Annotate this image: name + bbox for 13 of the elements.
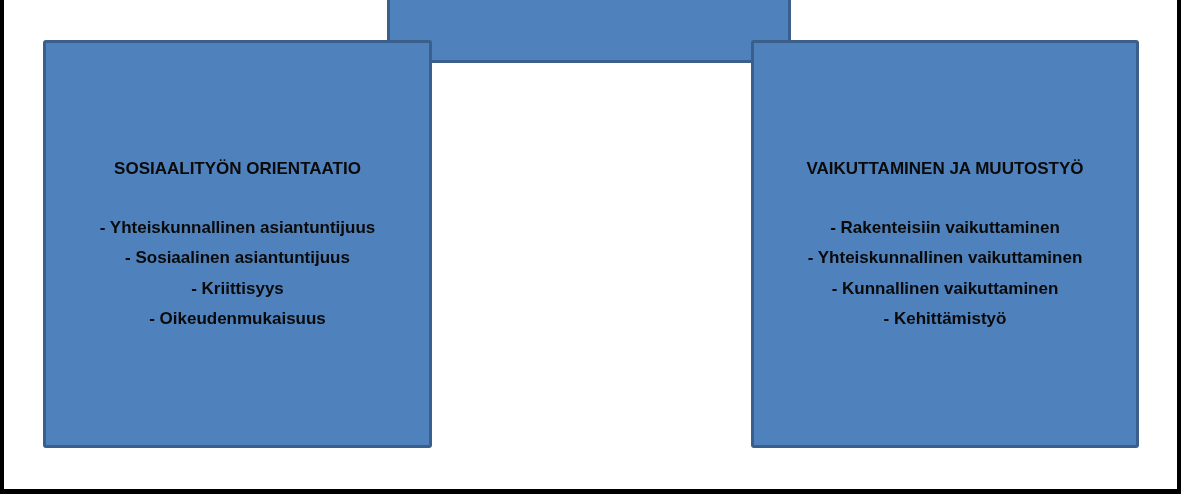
empty-box bbox=[387, 0, 791, 63]
list-item: - Yhteiskunnallinen asiantuntijuus bbox=[99, 216, 376, 239]
list-item: - Kehittämistyö bbox=[883, 308, 1007, 330]
text-box bbox=[43, 40, 432, 448]
text-box bbox=[751, 40, 1139, 448]
box-heading: SOSIAALITYÖN ORIENTAATIO bbox=[114, 157, 361, 180]
list-item: - Kunnallinen vaikuttaminen bbox=[831, 277, 1059, 300]
box-heading: VAIKUTTAMINEN JA MUUTOSTYÖ bbox=[806, 157, 1084, 180]
list-item: - Kriittisyys bbox=[191, 277, 284, 300]
list-item: - Sosiaalinen asiantuntijuus bbox=[125, 247, 350, 269]
list-item: - Oikeudenmukaisuus bbox=[149, 308, 326, 330]
list-item: - Yhteiskunnallinen vaikuttaminen bbox=[807, 247, 1083, 269]
list-item: - Rakenteisiin vaikuttaminen bbox=[830, 216, 1060, 239]
